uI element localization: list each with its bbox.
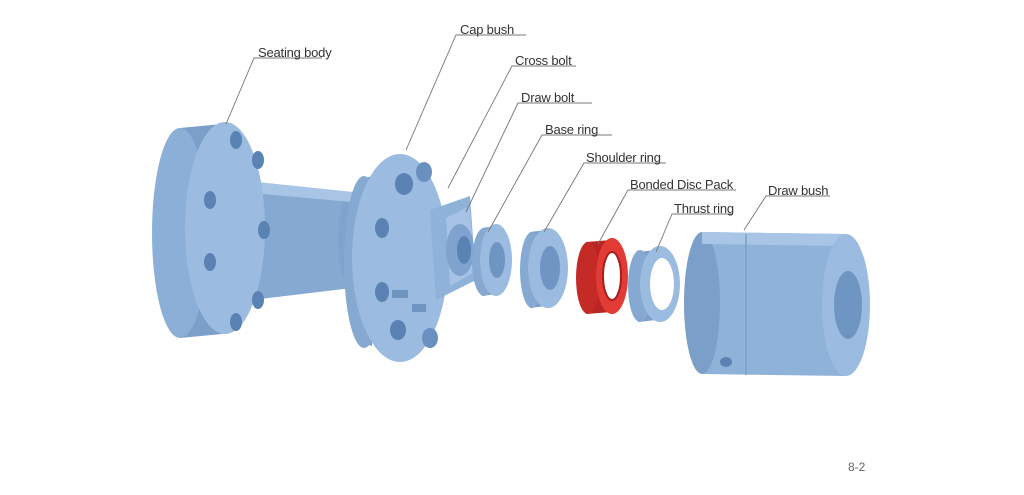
label-bonded-disc-pack: Bonded Disc Pack [630,177,734,192]
label-base-ring: Base ring [545,122,599,137]
shoulder-ring-part [520,228,568,308]
label-shoulder-ring: Shoulder ring [586,150,661,165]
label-draw-bush: Draw bush [768,183,829,198]
page-number: 8-2 [848,460,866,474]
base-ring-part [472,224,512,296]
leader-line-thrust-ring [655,213,732,253]
leader-line-draw-bolt [465,102,592,213]
label-thrust-ring: Thrust ring [674,201,734,216]
thrust-ring-part [628,246,680,322]
label-cross-bolt: Cross bolt [515,53,572,68]
leader-line-seating-body [225,57,322,125]
leader-line-bonded-disc-pack [597,189,736,245]
leader-line-cap-bush [405,34,526,151]
leader-lines [225,34,830,253]
draw-bush-part [684,232,870,376]
label-seating-body: Seating body [258,45,332,60]
seating-body-part [152,122,366,338]
leader-line-draw-bush [743,195,830,231]
bonded-disc-pack-part [576,238,628,314]
leader-line-shoulder-ring [543,162,666,233]
label-draw-bolt: Draw bolt [521,90,575,105]
leader-line-cross-bolt [447,65,576,189]
leader-line-base-ring [487,134,612,233]
cap-bush-part [344,154,448,362]
draw-bolt-part [446,224,474,276]
label-cap-bush: Cap bush [460,22,515,37]
